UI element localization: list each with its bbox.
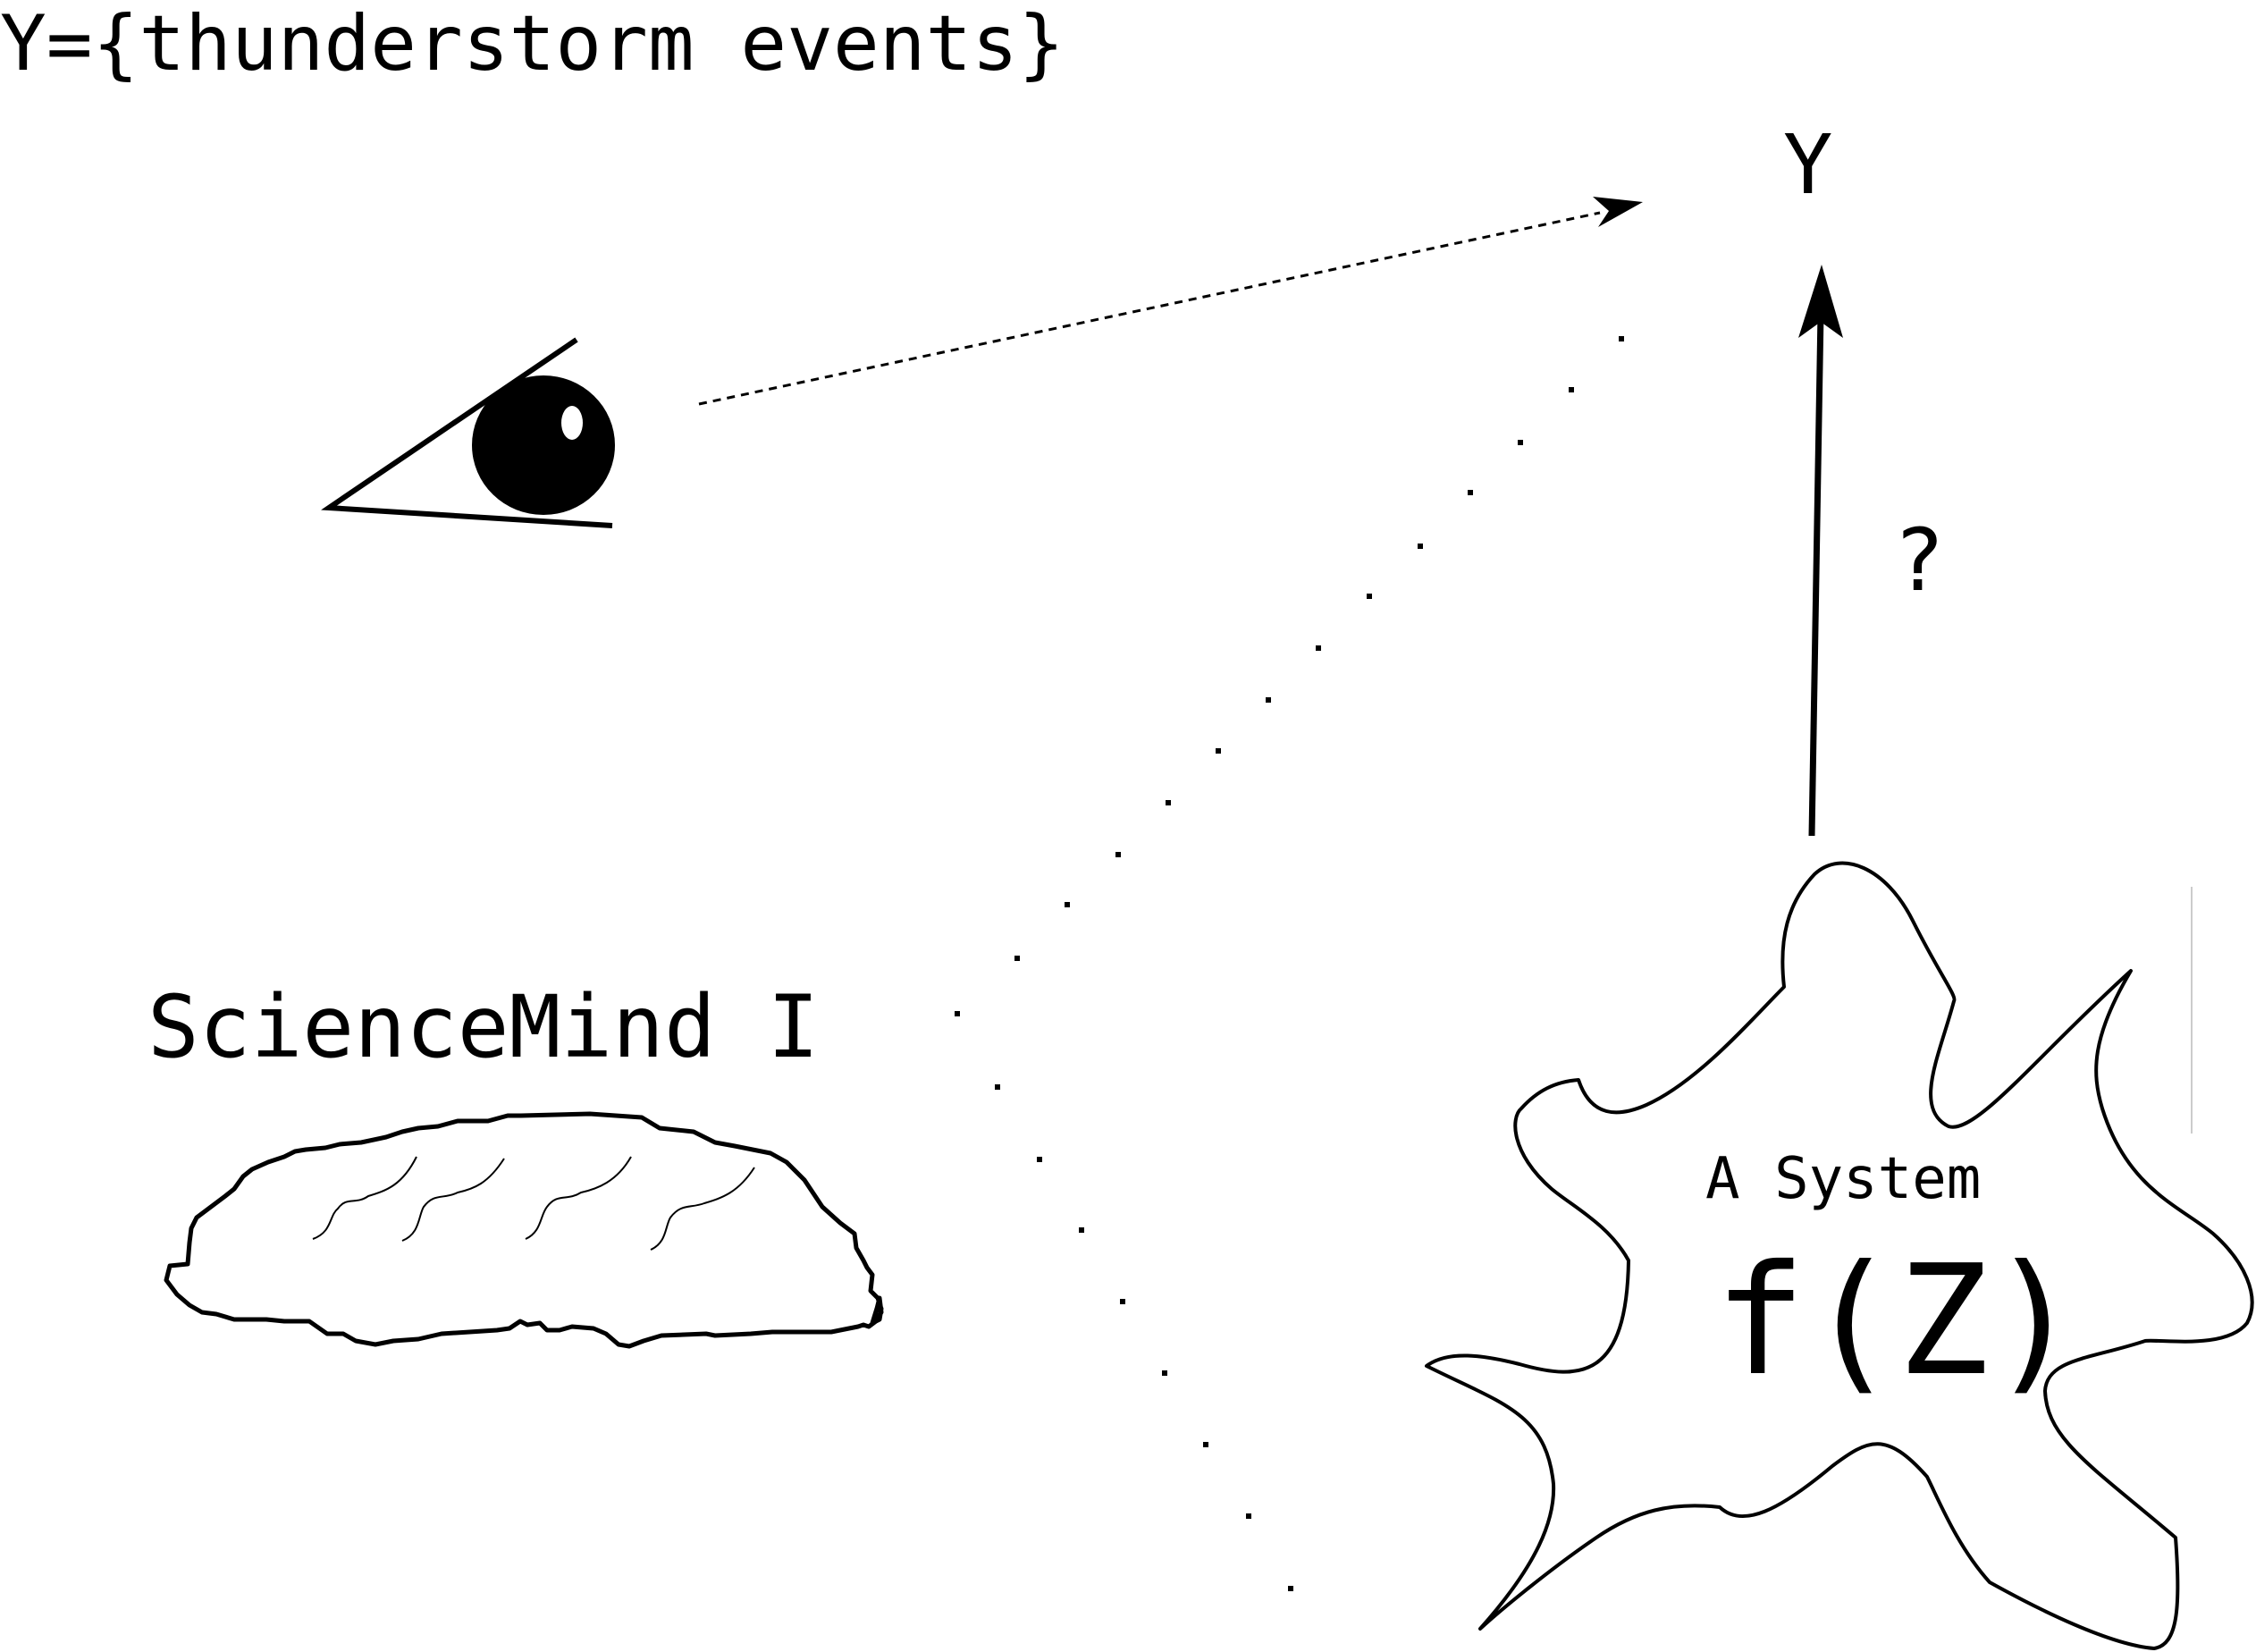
observer-label: ScienceMind I (147, 977, 819, 1077)
causal-arrow (1798, 265, 1843, 837)
page-title: Y={thunderstorm events} (0, 0, 1065, 88)
system-shape (1425, 861, 2254, 1650)
system-label: A System (1705, 1146, 1981, 1212)
eye-icon (321, 337, 615, 528)
brain-icon (164, 1111, 884, 1349)
question-label: ? (1893, 510, 1945, 611)
observation-arrow (698, 197, 1643, 406)
target-label: Y (1783, 117, 1832, 213)
dotted-line-lower (995, 1084, 1293, 1591)
dotted-line-upper (955, 336, 1624, 1016)
system-function-label: f(Z) (1714, 1233, 2080, 1410)
